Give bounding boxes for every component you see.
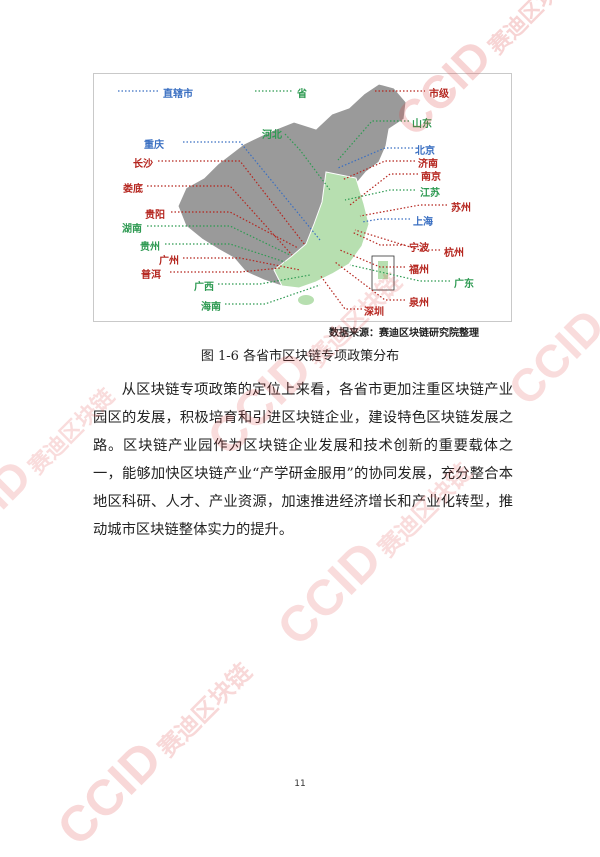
legend-municipality: 直辖市 (163, 89, 193, 100)
label-hebei: 河北 (262, 130, 282, 141)
figure-source: 数据来源：赛迪区块链研究院整理 (329, 328, 479, 339)
label-shanghai: 上海 (413, 217, 433, 228)
label-beijing: 北京 (415, 146, 435, 157)
label-guangxi: 广西 (194, 282, 214, 293)
label-ningbo: 宁波 (409, 243, 429, 254)
label-jiangsu: 江苏 (420, 188, 440, 199)
label-changsha: 长沙 (133, 159, 153, 170)
figure-caption: 图 1-6 各省市区块链专项政策分布 (200, 349, 400, 364)
label-shenzhen: 深圳 (364, 307, 384, 318)
label-shandong: 山东 (412, 119, 432, 130)
label-nanjing: 南京 (421, 172, 441, 183)
legend-city: 市级 (429, 89, 449, 100)
label-guiyang: 贵阳 (145, 210, 165, 221)
china-map-graphic (177, 83, 407, 305)
policy-map-figure (93, 73, 512, 322)
label-quanzhou: 泉州 (409, 298, 429, 309)
label-puer: 普洱 (141, 270, 161, 281)
label-jinan: 济南 (418, 159, 438, 170)
label-chongqing: 重庆 (144, 140, 164, 151)
label-guangzhou: 广州 (159, 256, 179, 267)
label-hainan: 海南 (201, 302, 221, 313)
body-paragraph: 从区块链专项政策的定位上来看，各省市更加注重区块链产业园区的发展，积极培育和引进… (93, 382, 513, 538)
highlight-region (273, 171, 370, 289)
page-number: 11 (294, 779, 306, 789)
label-guangdong: 广东 (454, 279, 474, 290)
label-hunan: 湖南 (122, 224, 142, 235)
label-loudi: 娄底 (123, 184, 143, 195)
label-guizhou: 贵州 (140, 242, 160, 253)
label-hangzhou: 杭州 (444, 248, 464, 259)
legend-province: 省 (297, 89, 307, 100)
label-fuzhou: 福州 (409, 265, 429, 276)
label-suzhou: 苏州 (451, 203, 471, 214)
